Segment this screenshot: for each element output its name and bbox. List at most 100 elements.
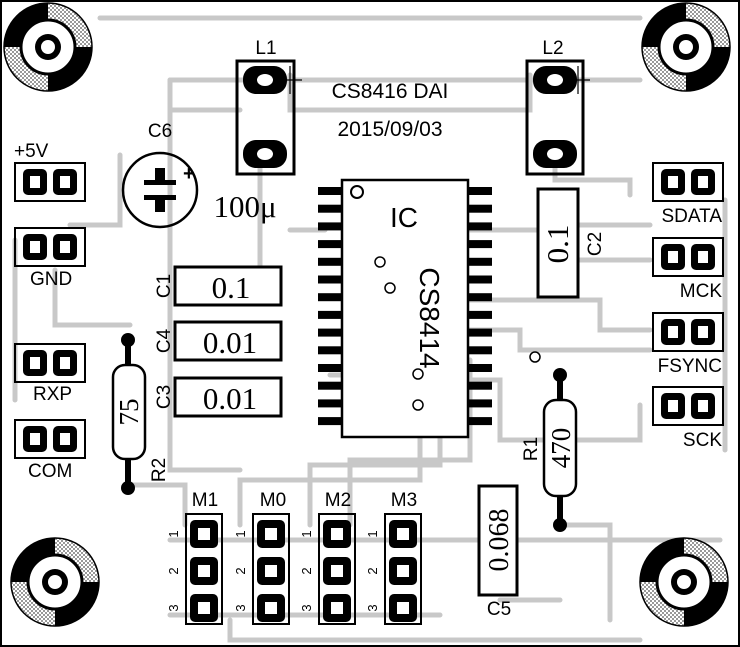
label-com: COM bbox=[28, 461, 72, 482]
capacitor-c6-value: 100μ bbox=[213, 189, 276, 224]
header-pad-hole bbox=[60, 176, 70, 188]
label-rxp: RXP bbox=[33, 384, 72, 405]
ic-pin bbox=[466, 328, 492, 337]
ic-pin bbox=[318, 364, 344, 372]
label-sdata: SDATA bbox=[661, 206, 722, 227]
ic-pin bbox=[318, 293, 344, 302]
header-pad-hole bbox=[30, 176, 40, 188]
ic-pin bbox=[466, 257, 492, 266]
ic-pin bbox=[318, 222, 344, 231]
capacitor-c1-value: 0.1 bbox=[212, 270, 251, 305]
capacitor-c6: C6 + 100μ bbox=[121, 121, 277, 229]
ic-pin bbox=[318, 204, 344, 213]
header-pad-hole bbox=[265, 528, 277, 540]
pin-number: 2 bbox=[166, 567, 181, 574]
ic-pin bbox=[466, 417, 492, 426]
pin-number: 1 bbox=[166, 530, 181, 537]
mounting-hole-bottom-left bbox=[10, 537, 100, 627]
ic-pin bbox=[318, 240, 344, 249]
capacitor-c6-ref: C6 bbox=[148, 121, 172, 142]
ic-part-number: CS8414 bbox=[414, 267, 445, 368]
ic-pin bbox=[466, 399, 492, 408]
pin-number: 3 bbox=[233, 604, 248, 611]
ic-pin bbox=[466, 364, 492, 372]
ic-pin bbox=[466, 310, 492, 319]
header-outline bbox=[652, 386, 724, 426]
inductor-l1-ref: L1 bbox=[255, 38, 276, 59]
header-pad-hole bbox=[331, 528, 343, 540]
header-outline bbox=[185, 513, 223, 625]
label-plus-5v: +5V bbox=[14, 141, 49, 162]
header-pad-hole bbox=[698, 400, 708, 412]
pin-number: 2 bbox=[365, 567, 380, 574]
pin-number: 2 bbox=[233, 567, 248, 574]
capacitor-c4-ref: C4 bbox=[154, 328, 175, 353]
header-pad-hole bbox=[265, 565, 277, 577]
header-m3-label: M3 bbox=[391, 490, 417, 511]
capacitor-c3-value: 0.01 bbox=[203, 381, 257, 416]
ic-pin bbox=[318, 417, 344, 426]
resistor-r2-ref: R2 bbox=[149, 458, 170, 482]
ic-label: IC bbox=[390, 202, 418, 233]
ic-pin bbox=[466, 240, 492, 249]
header-outline bbox=[14, 227, 86, 267]
pin-number: 1 bbox=[365, 530, 380, 537]
label-mck: MCK bbox=[680, 281, 723, 302]
connector-mck bbox=[652, 237, 724, 277]
header-pad-hole bbox=[668, 326, 678, 338]
pin-number: 3 bbox=[365, 604, 380, 611]
header-pad-hole bbox=[30, 357, 40, 369]
ic-cs8414: IC CS8414 bbox=[318, 178, 492, 439]
resistor-r2: 75 R2 bbox=[111, 333, 170, 495]
connector-fsync bbox=[652, 312, 724, 352]
capacitor-c2-ref: C2 bbox=[585, 232, 606, 256]
pin-number: 1 bbox=[233, 530, 248, 537]
mode-header-m1: 1 2 3 bbox=[166, 513, 223, 625]
header-pad-hole bbox=[668, 400, 678, 412]
capacitor-c6-plus: + bbox=[183, 163, 195, 185]
capacitor-c5-ref: C5 bbox=[487, 599, 511, 620]
mode-header-m2: 1 2 3 bbox=[299, 513, 356, 625]
header-pad-hole bbox=[331, 602, 343, 614]
header-outline bbox=[252, 513, 290, 625]
pin-number: 3 bbox=[166, 604, 181, 611]
capacitor-c2-value: 0.1 bbox=[540, 225, 575, 264]
header-m2-label: M2 bbox=[325, 490, 351, 511]
resistor-r1-value: 470 bbox=[546, 428, 576, 469]
capacitor-c3: 0.01 C3 bbox=[154, 376, 283, 418]
connector-gnd bbox=[14, 227, 86, 267]
inductor-l1: L1 bbox=[235, 38, 302, 176]
header-pad-hole bbox=[698, 326, 708, 338]
header-pad-hole bbox=[698, 251, 708, 263]
mounting-hole-bottom-right bbox=[639, 537, 729, 627]
inductor-l2-ref: L2 bbox=[542, 38, 563, 59]
label-fsync: FSYNC bbox=[658, 356, 722, 377]
ic-pin bbox=[318, 187, 344, 195]
capacitor-c5: 0.068 C5 bbox=[477, 484, 519, 620]
header-pad-hole bbox=[198, 565, 210, 577]
ic-pin bbox=[466, 275, 492, 284]
header-outline bbox=[14, 419, 86, 459]
resistor-r2-value: 75 bbox=[114, 399, 144, 426]
header-pad-hole bbox=[60, 433, 70, 445]
ic-pin bbox=[318, 346, 344, 355]
capacitor-c1: 0.1 C1 bbox=[154, 265, 283, 307]
pin-number: 3 bbox=[299, 604, 314, 611]
header-outline bbox=[652, 162, 724, 202]
mounting-hole-top-left bbox=[3, 2, 93, 92]
pin-number: 2 bbox=[299, 567, 314, 574]
header-pad-hole bbox=[397, 528, 409, 540]
ic-pin bbox=[466, 293, 492, 302]
header-pad-hole bbox=[698, 176, 708, 188]
header-outline bbox=[14, 343, 86, 383]
pin-number: 1 bbox=[299, 530, 314, 537]
header-pad-hole bbox=[60, 357, 70, 369]
header-pad-hole bbox=[265, 602, 277, 614]
header-outline bbox=[652, 237, 724, 277]
ic-pin bbox=[318, 381, 344, 390]
board-title: CS8416 DAI bbox=[332, 80, 449, 103]
board-date: 2015/09/03 bbox=[337, 118, 442, 141]
ic-pin bbox=[466, 222, 492, 231]
